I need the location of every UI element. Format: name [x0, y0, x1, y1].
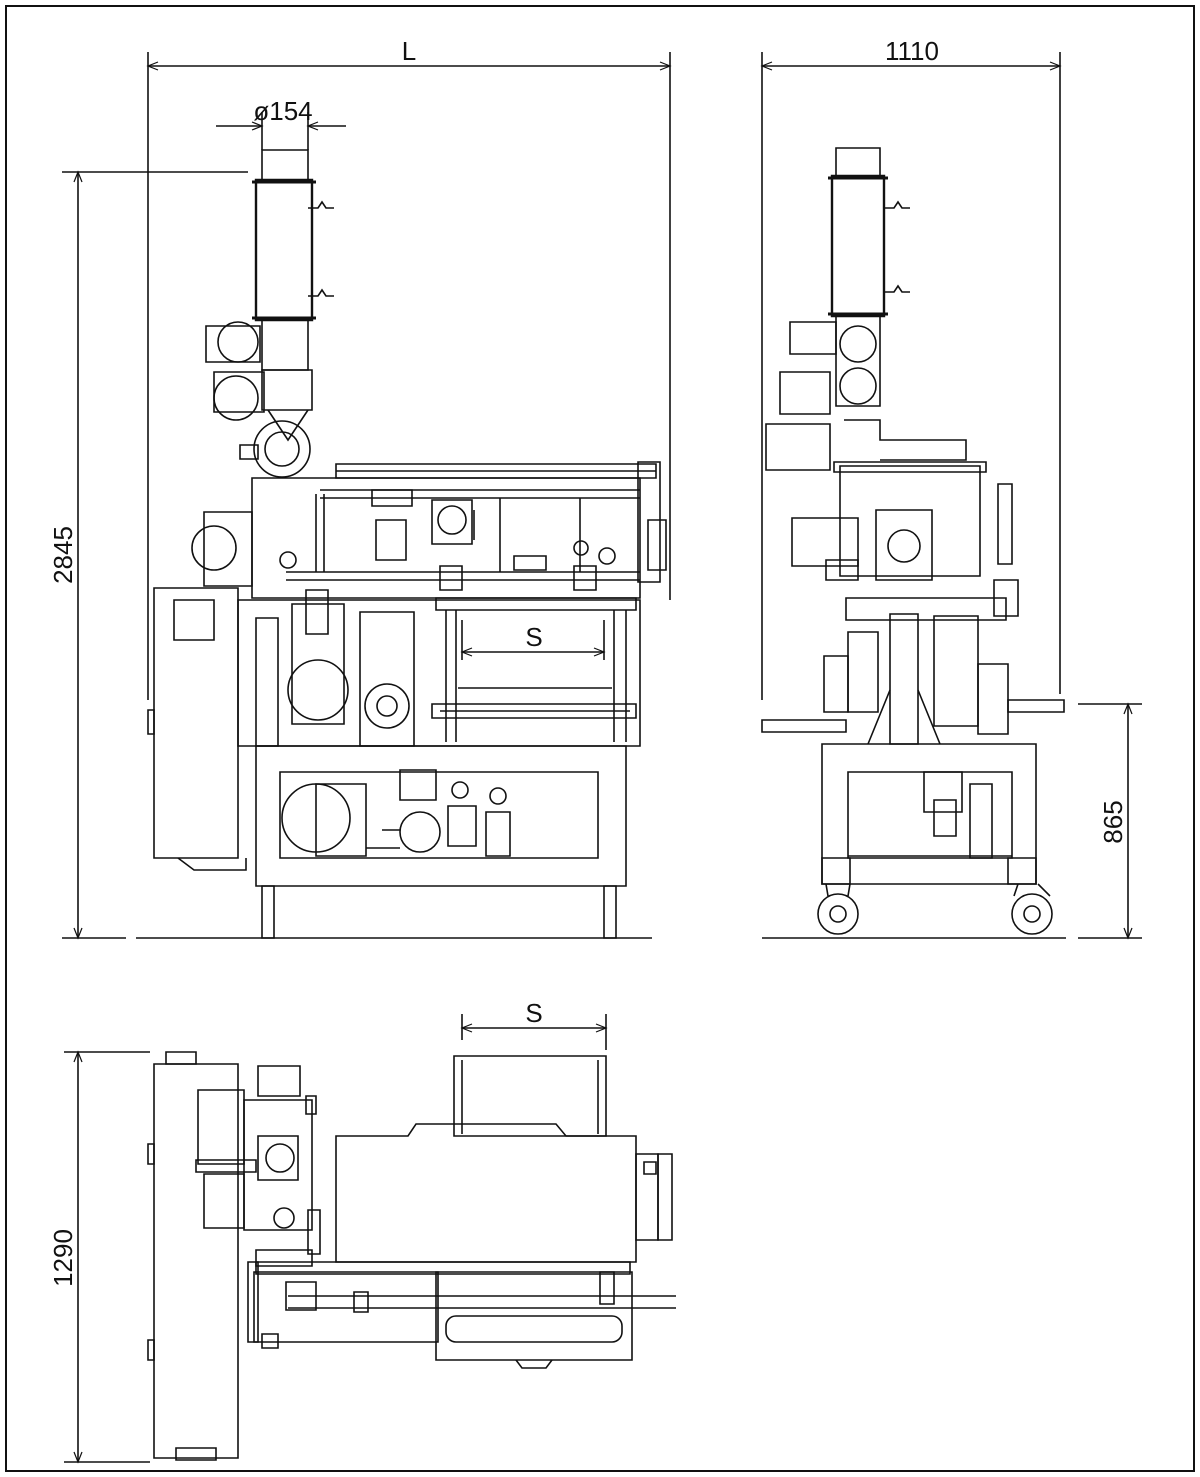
- dimension-l-label: L: [402, 36, 416, 66]
- dimension-pipe-diameter-label: ø154: [253, 96, 312, 126]
- dimension-stroke-top: [462, 1014, 606, 1050]
- dimension-depth-label: 1290: [48, 1229, 78, 1287]
- drawing-border: [6, 6, 1194, 1471]
- dimension-table-height-label: 865: [1098, 800, 1128, 843]
- top-view: 1290: [48, 1014, 676, 1462]
- dimension-depth: [64, 1052, 150, 1462]
- top-stroke-label: S: [525, 998, 542, 1028]
- dimension-width-label: 1110: [885, 36, 939, 66]
- dimension-l: [148, 52, 670, 700]
- front-stroke-label: S: [525, 622, 542, 652]
- dimension-table-height: [1078, 704, 1142, 938]
- front-view: L ø154 2845: [48, 36, 670, 938]
- side-view: 1110 865: [762, 36, 1142, 938]
- dimension-pipe-diameter: [216, 112, 346, 150]
- dimension-height-label: 2845: [48, 526, 78, 584]
- dimension-width: [762, 52, 1060, 700]
- dimension-height: [62, 172, 248, 938]
